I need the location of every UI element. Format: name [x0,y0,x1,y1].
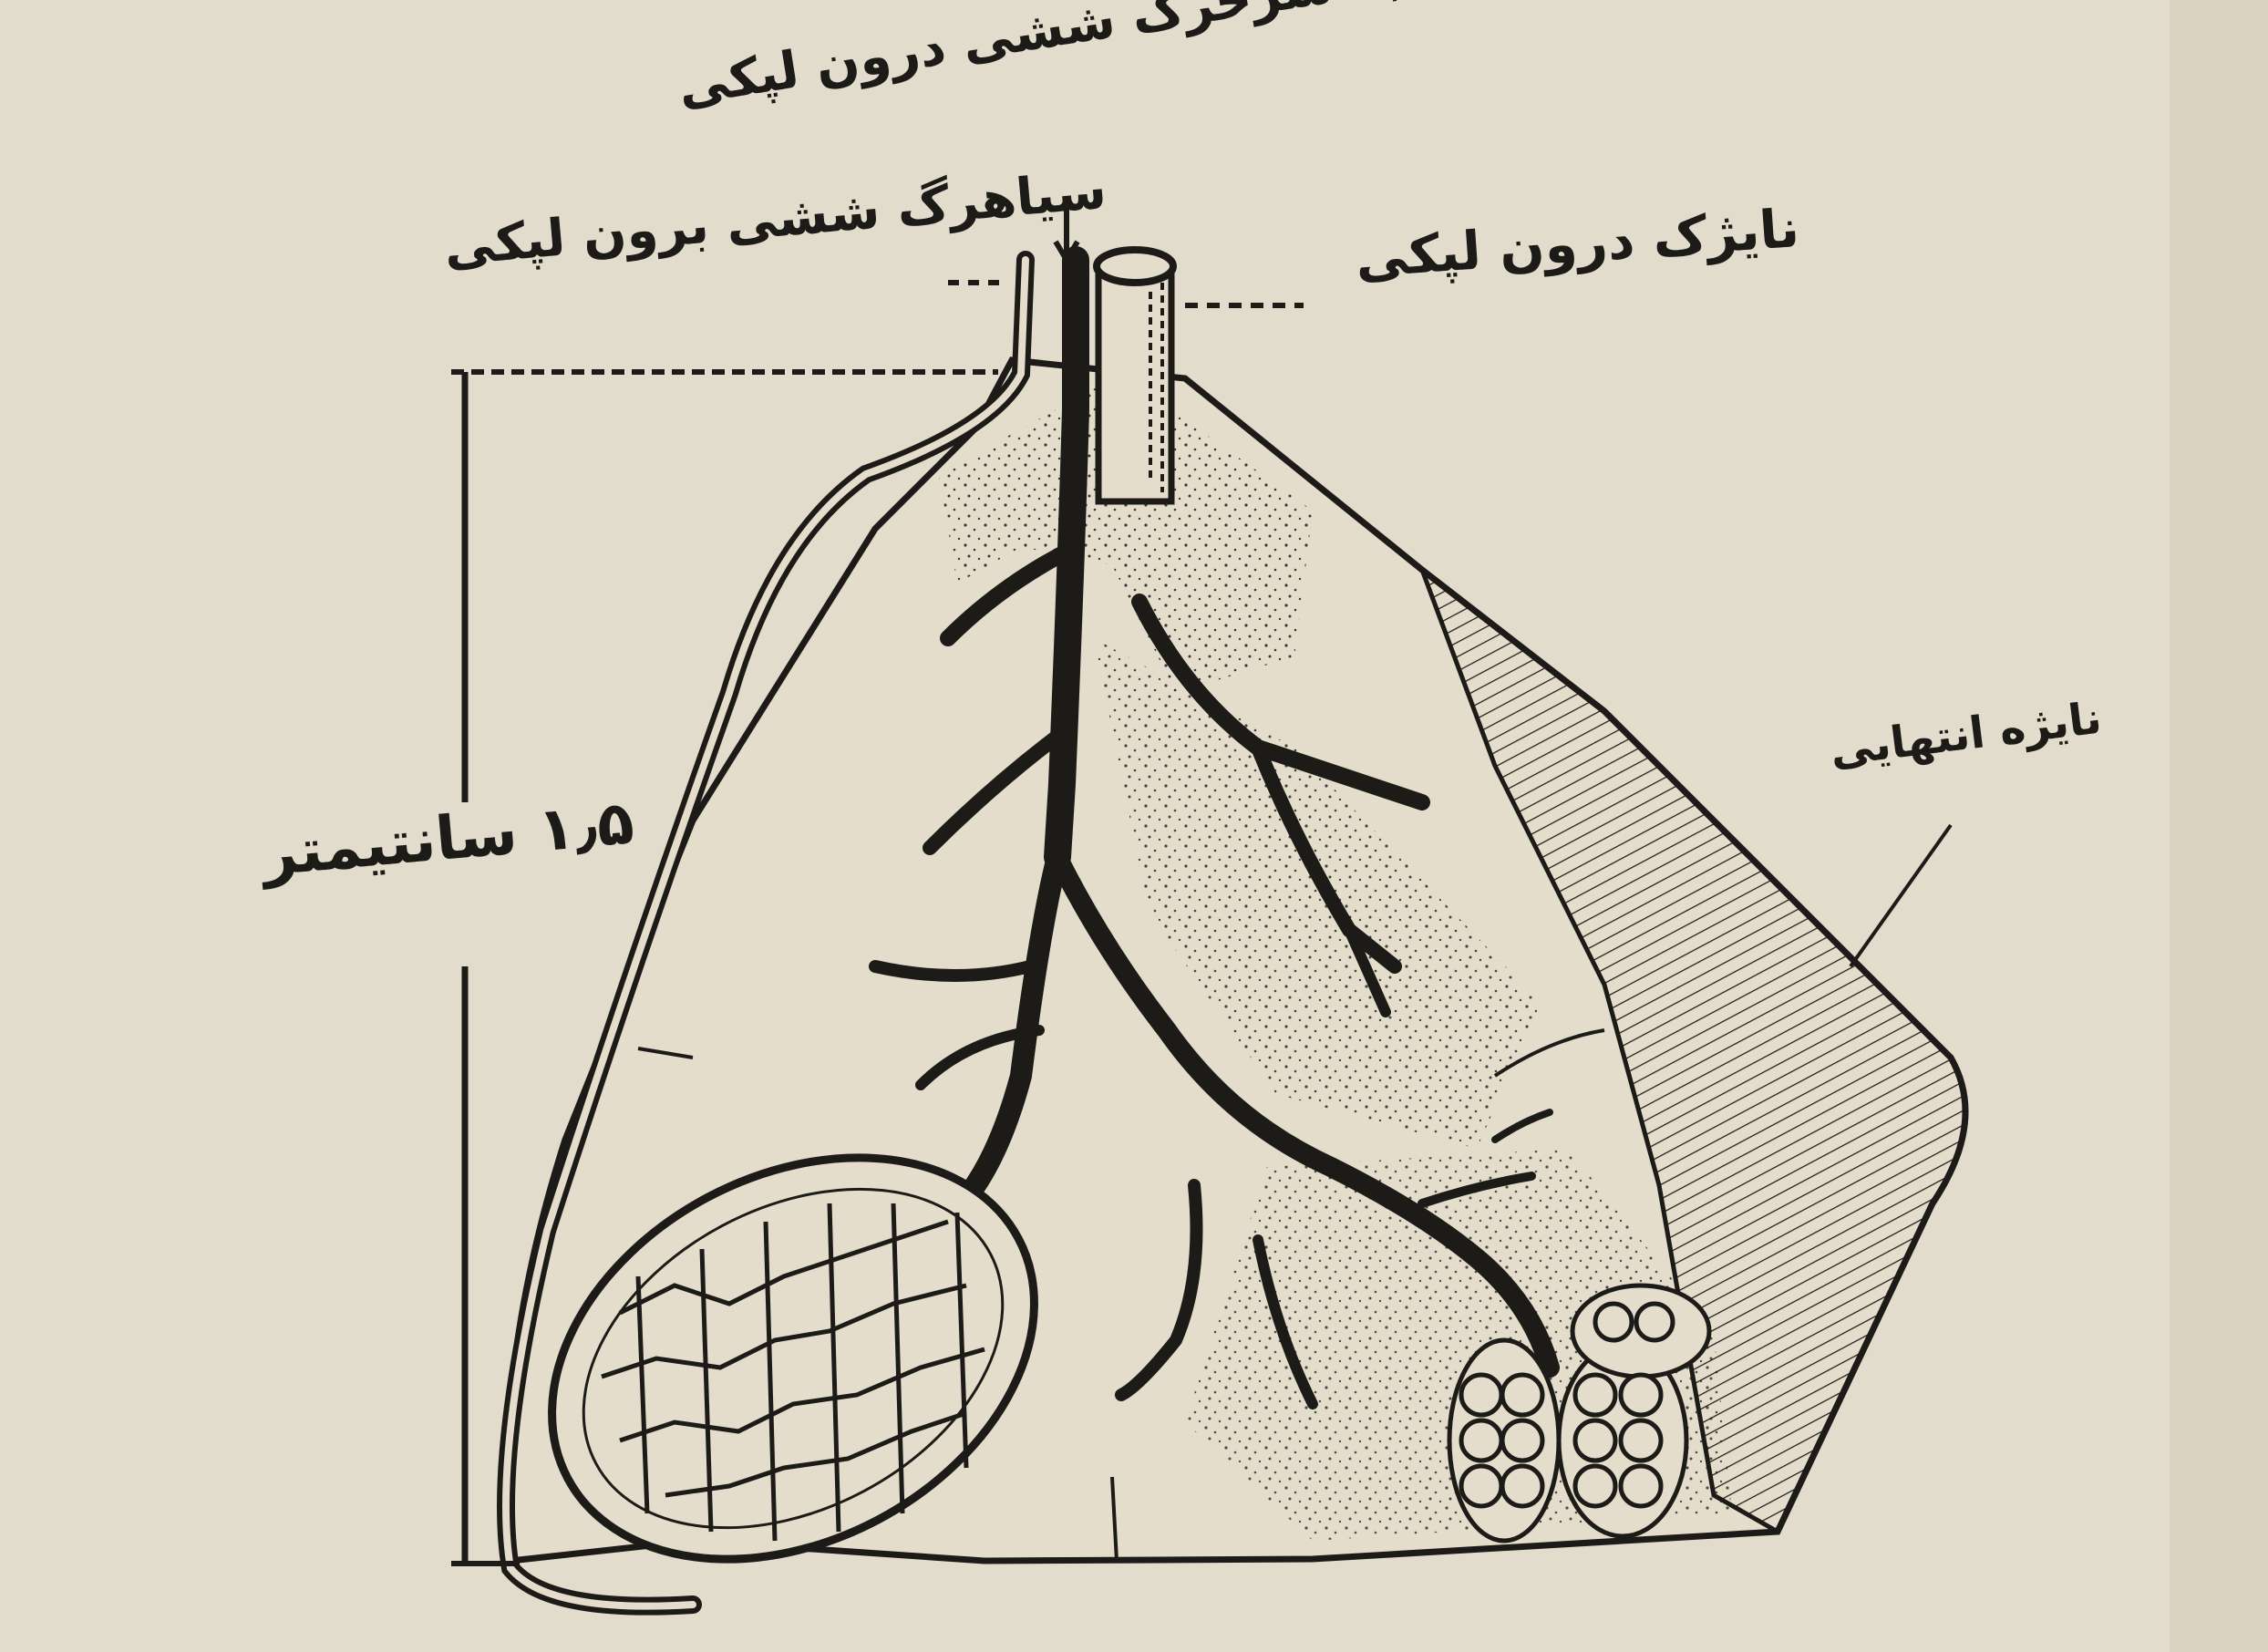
paper-shade-right [2170,0,2268,1652]
bronchiole-opening [1097,250,1173,283]
